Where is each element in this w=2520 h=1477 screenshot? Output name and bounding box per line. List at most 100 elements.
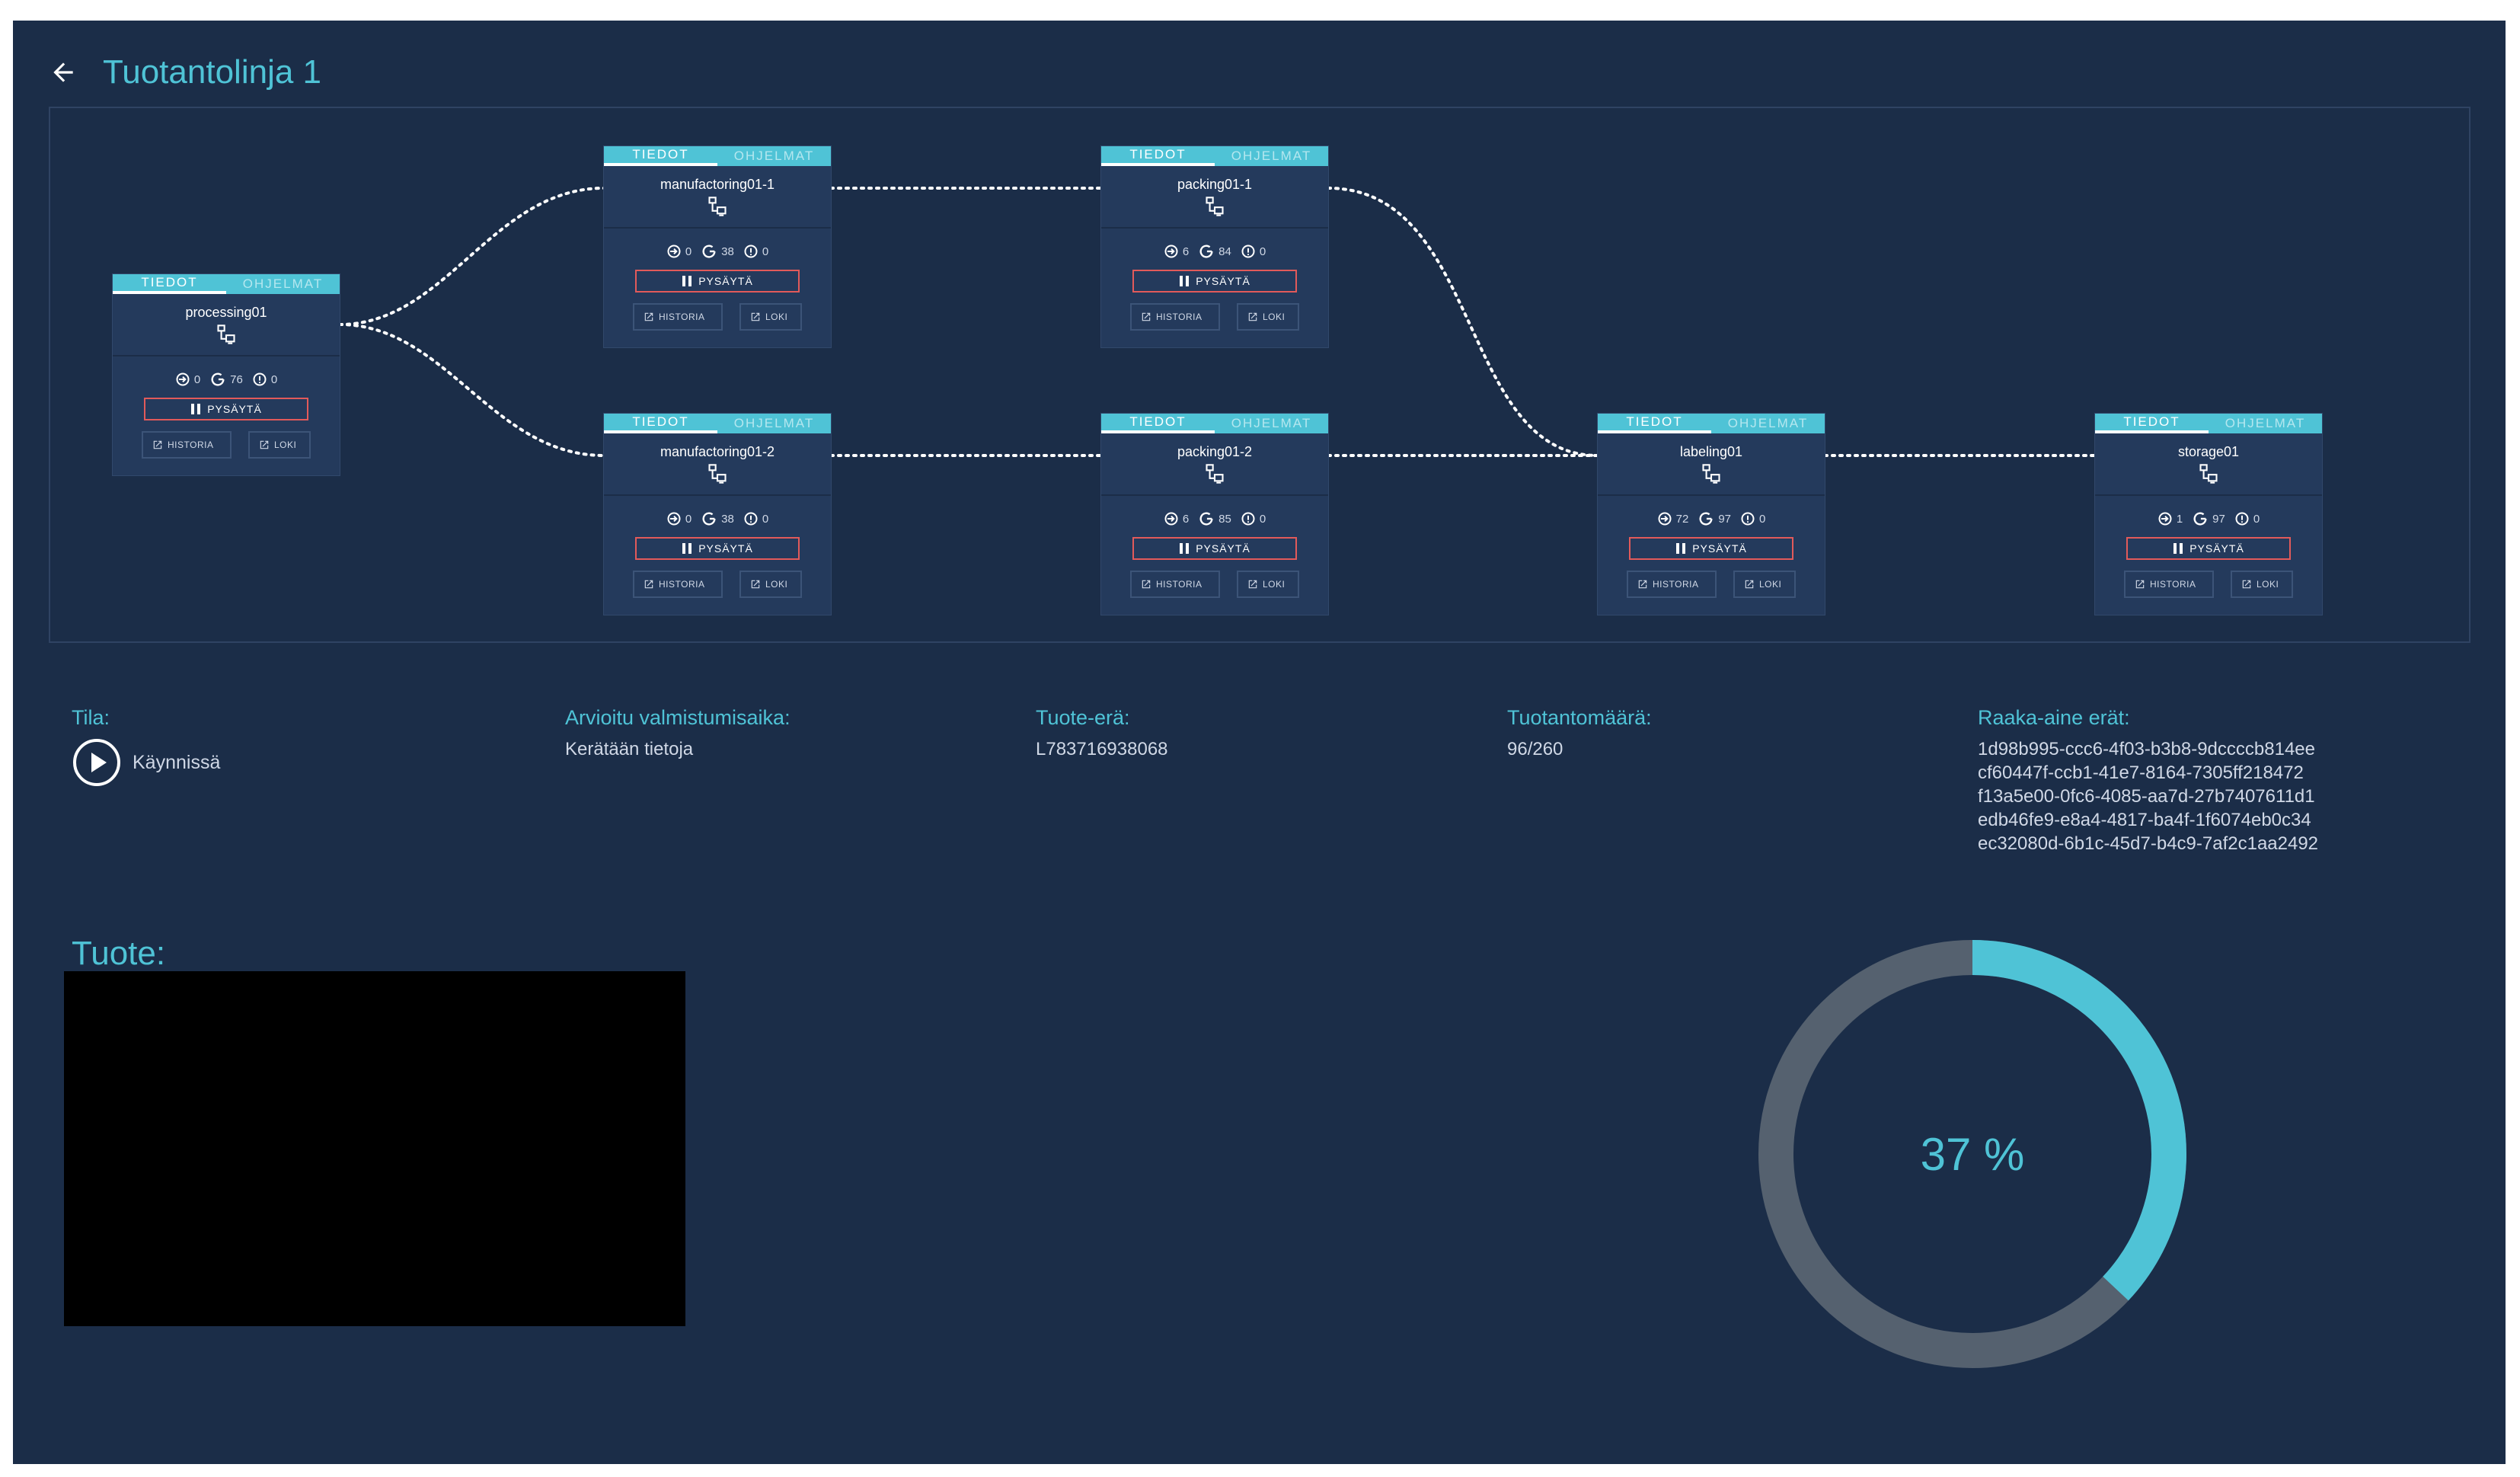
pause-button[interactable]: PYSÄYTÄ	[144, 398, 308, 420]
tab-programs[interactable]: OHJELMAT	[2225, 416, 2306, 430]
tab-info[interactable]: TIEDOT	[604, 414, 717, 433]
tab-programs[interactable]: OHJELMAT	[733, 416, 815, 430]
node-name: packing01-1	[1177, 176, 1253, 192]
tab-programs[interactable]: OHJELMAT	[1231, 149, 1312, 163]
alert-icon	[744, 245, 758, 258]
status-value: Käynnissä	[133, 751, 221, 773]
history-button[interactable]: HISTORIA	[633, 571, 723, 598]
alert-icon	[1741, 512, 1755, 526]
log-button[interactable]: LOKI	[1237, 571, 1299, 598]
log-button[interactable]: LOKI	[248, 431, 311, 459]
log-label: LOKI	[1759, 579, 1782, 590]
alert-icon	[253, 372, 267, 386]
pause-label: PYSÄYTÄ	[2189, 542, 2244, 555]
stat-error-value: 0	[270, 372, 278, 386]
log-button[interactable]: LOKI	[1237, 303, 1299, 331]
stat-cycle-value: 38	[721, 512, 734, 526]
stat-input-value: 72	[1675, 512, 1689, 526]
refresh-icon	[702, 512, 716, 526]
stat-cycle-value: 85	[1218, 512, 1231, 526]
node-stats: 72 97 0	[1598, 500, 1825, 537]
back-button[interactable]	[43, 53, 83, 92]
history-button[interactable]: HISTORIA	[142, 431, 232, 459]
pause-button[interactable]: PYSÄYTÄ	[2126, 537, 2291, 560]
pause-label: PYSÄYTÄ	[207, 403, 262, 415]
progress-arc	[1758, 940, 2186, 1368]
network-device-icon	[708, 196, 727, 216]
node-tabs: TIEDOT OHJELMAT	[1101, 146, 1328, 166]
tab-info[interactable]: TIEDOT	[1598, 414, 1711, 433]
node-header: manufactoring01-1	[604, 166, 831, 229]
network-device-icon	[1206, 196, 1224, 216]
tab-info[interactable]: TIEDOT	[1101, 414, 1215, 433]
tab-info[interactable]: TIEDOT	[2095, 414, 2209, 433]
history-button[interactable]: HISTORIA	[1627, 571, 1717, 598]
alert-icon	[744, 512, 758, 526]
log-button[interactable]: LOKI	[739, 571, 802, 598]
tab-info[interactable]: TIEDOT	[604, 146, 717, 166]
history-button[interactable]: HISTORIA	[1130, 303, 1220, 331]
eta-value: Kerätään tietoja	[565, 739, 694, 759]
external-link-icon	[644, 580, 653, 589]
log-button[interactable]: LOKI	[1733, 571, 1796, 598]
login-icon	[2158, 512, 2172, 526]
node-tabs: TIEDOT OHJELMAT	[1598, 414, 1825, 433]
quantity-value: 96/260	[1507, 739, 1563, 759]
external-link-icon	[751, 312, 760, 321]
stat-input: 6	[1164, 244, 1189, 259]
tab-programs[interactable]: OHJELMAT	[242, 277, 324, 291]
pause-button[interactable]: PYSÄYTÄ	[635, 270, 800, 293]
pause-button[interactable]: PYSÄYTÄ	[635, 537, 800, 560]
history-button[interactable]: HISTORIA	[633, 303, 723, 331]
stat-cycle: 97	[1698, 510, 1731, 527]
pause-icon	[1676, 543, 1686, 554]
tab-programs[interactable]: OHJELMAT	[1231, 416, 1312, 430]
product-image	[64, 971, 685, 1326]
stat-cycle-value: 97	[2212, 512, 2225, 526]
history-label: HISTORIA	[659, 312, 705, 322]
tab-info[interactable]: TIEDOT	[1101, 146, 1215, 166]
pause-button[interactable]: PYSÄYTÄ	[1132, 537, 1297, 560]
pause-icon	[191, 404, 201, 414]
stat-error: 0	[1740, 511, 1765, 526]
log-label: LOKI	[765, 312, 788, 322]
tab-info[interactable]: TIEDOT	[113, 274, 226, 294]
stat-cycle-value: 97	[1718, 512, 1732, 526]
pause-button[interactable]: PYSÄYTÄ	[1132, 270, 1297, 293]
tab-programs[interactable]: OHJELMAT	[733, 149, 815, 163]
node-header: packing01-2	[1101, 433, 1328, 496]
log-label: LOKI	[1263, 312, 1286, 322]
tab-programs[interactable]: OHJELMAT	[1727, 416, 1809, 430]
stat-cycle-value: 38	[721, 245, 734, 258]
batch-value: L783716938068	[1036, 739, 1168, 759]
status-block: Tila: Käynnissä	[72, 706, 220, 788]
history-label: HISTORIA	[1156, 312, 1203, 322]
stat-cycle-value: 84	[1218, 245, 1231, 258]
stat-input-value: 0	[193, 372, 201, 386]
material-batch: cf60447f-ccb1-41e7-8164-7305ff218472	[1978, 762, 2304, 783]
stat-error: 0	[743, 511, 768, 526]
materials-block: Raaka-aine erät: 1d98b995-ccc6-4f03-b3b8…	[1978, 706, 2318, 855]
history-button[interactable]: HISTORIA	[1130, 571, 1220, 598]
node-actions: HISTORIA LOKI	[604, 571, 831, 598]
log-button[interactable]: LOKI	[739, 303, 802, 331]
pause-button[interactable]: PYSÄYTÄ	[1629, 537, 1793, 560]
login-icon	[1164, 512, 1178, 526]
node-actions: HISTORIA LOKI	[604, 303, 831, 331]
stat-error-value: 0	[1259, 512, 1266, 526]
history-label: HISTORIA	[1156, 579, 1203, 590]
log-button[interactable]: LOKI	[2231, 571, 2293, 598]
pause-label: PYSÄYTÄ	[1196, 542, 1250, 555]
node-name: manufactoring01-1	[660, 176, 775, 192]
network-device-icon	[1702, 463, 1720, 484]
node-actions: HISTORIA LOKI	[113, 431, 340, 459]
history-label: HISTORIA	[1653, 579, 1699, 590]
material-batch: 1d98b995-ccc6-4f03-b3b8-9dccccb814ee	[1978, 739, 2315, 759]
history-button[interactable]: HISTORIA	[2124, 571, 2214, 598]
refresh-icon	[702, 245, 716, 258]
quantity-block: Tuotantomäärä: 96/260	[1507, 706, 1652, 761]
